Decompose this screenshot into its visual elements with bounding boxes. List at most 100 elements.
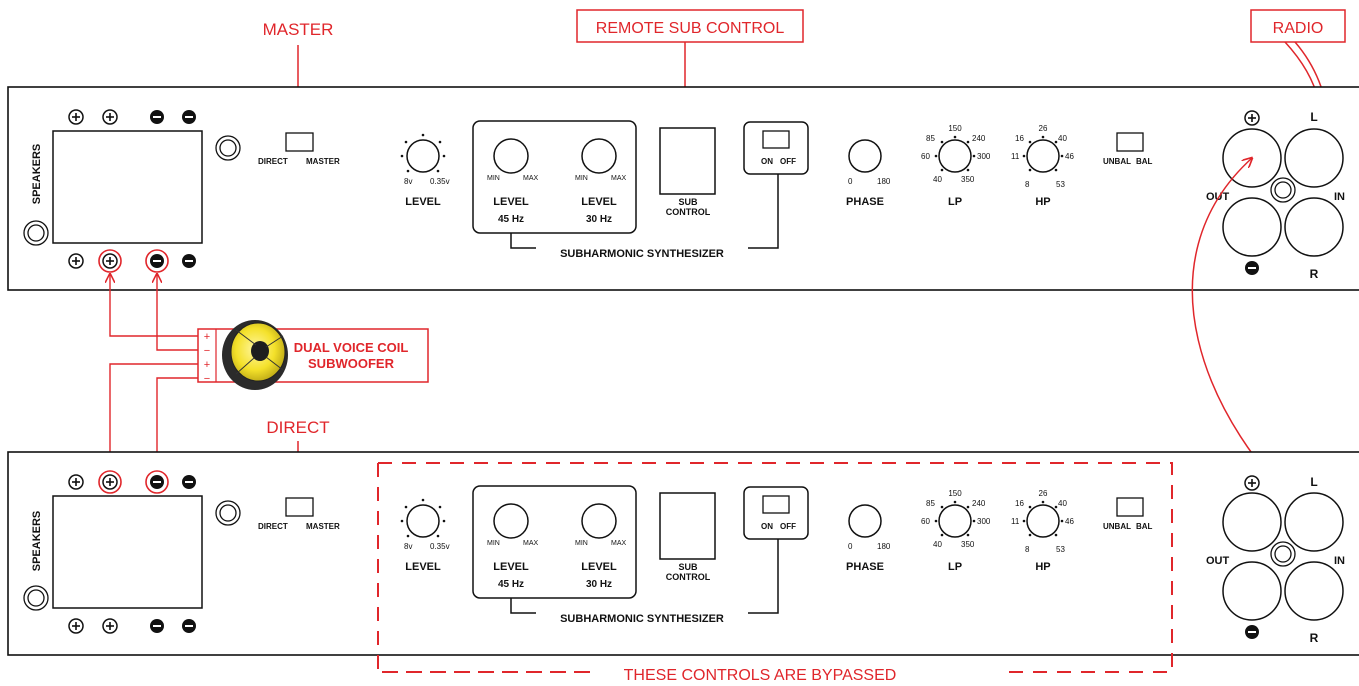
plus-terminal-icon	[68, 253, 84, 269]
knob-min-label: MIN	[487, 175, 500, 182]
level-45hz-knob[interactable]	[493, 138, 529, 174]
remote-sub-control-label: REMOTE SUB CONTROL	[596, 20, 785, 37]
wire-bottom-plus	[110, 363, 200, 467]
hp-tick: 11	[1011, 152, 1020, 161]
lp-tick: 300	[977, 517, 991, 526]
minus-terminal-icon	[181, 618, 197, 634]
level-knob[interactable]	[406, 504, 440, 538]
knob-min-label: MIN	[487, 540, 500, 547]
master-unit: SPEAKERS DIRECT MASTER 8v 0.35v LEVEL MI…	[7, 86, 1359, 291]
on-off-switch[interactable]	[762, 495, 790, 514]
highlight-ring	[98, 470, 122, 494]
level-30hz-freq: 30 Hz	[586, 214, 612, 225]
lp-tick: 40	[933, 175, 942, 184]
hp-tick: 26	[1039, 124, 1048, 133]
in-left-jack[interactable]	[1284, 128, 1344, 188]
unbal-bal-switch[interactable]	[1116, 132, 1144, 152]
plus-terminal-icon	[102, 474, 118, 490]
lp-tick: 85	[926, 134, 935, 143]
level-min-label: 8v	[404, 542, 412, 551]
minus-terminal-icon	[1244, 624, 1260, 640]
phase-knob[interactable]	[848, 504, 882, 538]
lp-knob[interactable]	[938, 504, 972, 538]
level-30hz-knob[interactable]	[581, 138, 617, 174]
sub-control-port[interactable]	[659, 127, 716, 195]
knob-max-label: MAX	[611, 175, 627, 182]
right-label: R	[1310, 267, 1319, 281]
hp-tick: 8	[1025, 545, 1030, 554]
sub-control-port[interactable]	[659, 492, 716, 560]
plus-terminal-icon	[68, 109, 84, 125]
level-45hz-knob[interactable]	[493, 503, 529, 539]
level-max-label: 0.35v	[430, 542, 450, 551]
unbal-bal-switch[interactable]	[1116, 497, 1144, 517]
direct-master-switch[interactable]	[285, 497, 314, 517]
highlight-ring	[98, 249, 122, 273]
unbal-label: UNBAL	[1103, 522, 1131, 531]
level-30hz-freq: 30 Hz	[586, 579, 612, 590]
lp-tick: 240	[972, 499, 986, 508]
subharmonic-label: SUBHARMONIC SYNTHESIZER	[560, 248, 724, 260]
hp-knob[interactable]	[1026, 504, 1060, 538]
hp-tick: 11	[1011, 517, 1020, 526]
direct-master-switch[interactable]	[285, 132, 314, 152]
hp-tick: 46	[1065, 152, 1074, 161]
subwoofer-speaker-icon	[222, 320, 288, 390]
lp-tick: 300	[977, 152, 991, 161]
hp-label: HP	[1035, 561, 1050, 573]
ground-post-icon	[1270, 177, 1296, 203]
direct-unit: SPEAKERS DIRECT MASTER 8v 0.35v LEVEL MI…	[7, 451, 1359, 656]
lp-tick: 40	[933, 540, 942, 549]
plus-terminal-icon	[1244, 110, 1260, 126]
level-45hz-freq: 45 Hz	[498, 214, 524, 225]
phase-max-label: 180	[877, 542, 891, 551]
switch-master-label: MASTER	[306, 157, 340, 166]
hp-tick: 8	[1025, 180, 1030, 189]
sub-control-label: SUB	[678, 197, 698, 207]
ground-post-icon	[23, 585, 49, 611]
out-minus-jack[interactable]	[1222, 561, 1282, 621]
minus-terminal-icon	[149, 109, 165, 125]
hp-tick: 16	[1015, 499, 1024, 508]
hp-tick: 46	[1065, 517, 1074, 526]
plus-terminal-icon	[1244, 475, 1260, 491]
phase-label: PHASE	[846, 196, 884, 208]
minus-terminal-icon	[149, 253, 165, 269]
highlight-ring	[145, 249, 169, 273]
on-label: ON	[761, 522, 773, 531]
knob-max-label: MAX	[523, 175, 539, 182]
subharmonic-label: SUBHARMONIC SYNTHESIZER	[560, 613, 724, 625]
level-max-label: 0.35v	[430, 177, 450, 186]
lp-tick: 60	[921, 517, 930, 526]
phase-min-label: 0	[848, 542, 853, 551]
knob-max-label: MAX	[611, 540, 627, 547]
in-left-jack[interactable]	[1284, 492, 1344, 552]
lp-tick: 150	[948, 489, 962, 498]
knob-max-label: MAX	[523, 540, 539, 547]
on-off-switch[interactable]	[762, 130, 790, 149]
level-45hz-label: LEVEL	[493, 196, 529, 208]
hp-knob[interactable]	[1026, 139, 1060, 173]
phase-knob[interactable]	[848, 139, 882, 173]
out-plus-jack[interactable]	[1222, 492, 1282, 552]
lp-tick: 150	[948, 124, 962, 133]
level-knob[interactable]	[406, 139, 440, 173]
minus-terminal-icon	[181, 109, 197, 125]
level-30hz-knob[interactable]	[581, 503, 617, 539]
hp-tick: 40	[1058, 134, 1067, 143]
in-right-jack[interactable]	[1284, 561, 1344, 621]
plus-terminal-icon	[68, 474, 84, 490]
unbal-label: UNBAL	[1103, 157, 1131, 166]
off-label: OFF	[780, 522, 796, 531]
lp-tick: 350	[961, 175, 975, 184]
plus-terminal-icon	[68, 618, 84, 634]
terminal-sign: −	[204, 373, 210, 385]
phase-max-label: 180	[877, 177, 891, 186]
speaker-terminal-block	[52, 495, 203, 609]
in-right-jack[interactable]	[1284, 197, 1344, 257]
out-minus-jack[interactable]	[1222, 197, 1282, 257]
speakers-label: SPEAKERS	[31, 511, 43, 572]
remote-sub-control-box	[576, 9, 804, 43]
lp-knob[interactable]	[938, 139, 972, 173]
